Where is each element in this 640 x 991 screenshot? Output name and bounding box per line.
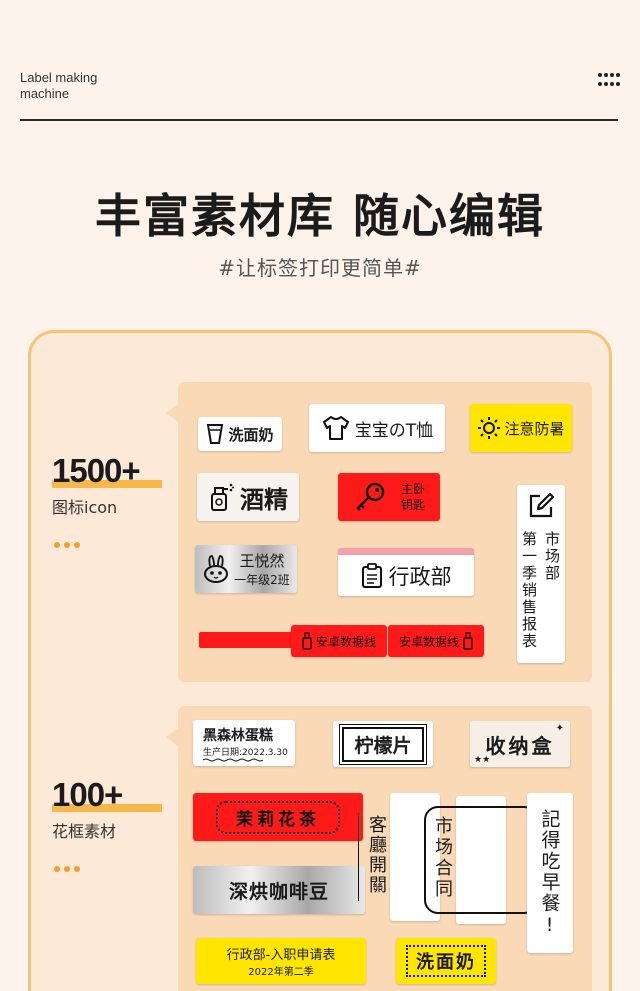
label-name-text: 王悦然 一年级2班 (234, 550, 290, 588)
label-jasmine[interactable]: 茉莉花茶 (193, 793, 363, 841)
header-divider (20, 119, 618, 121)
menu-grid-icon[interactable] (598, 73, 620, 89)
more-dots-2 (54, 866, 80, 872)
label-milk[interactable]: 洗面奶 (198, 417, 282, 451)
sun-icon (477, 416, 501, 440)
stat-highlight-2 (52, 804, 162, 812)
icon-count-label: 图标icon (52, 498, 118, 517)
brand-text: Label making machine (20, 70, 140, 102)
label-tshirt[interactable]: 宝宝のT恤 (309, 404, 445, 452)
label-sun-text: 注意防暑 (504, 419, 565, 438)
key-icon (353, 482, 387, 512)
label-cable-2[interactable]: 安卓数据线 (388, 625, 484, 657)
label-coffee-text: 深烘咖啡豆 (228, 880, 329, 903)
label-coffee[interactable]: 深烘咖啡豆 (193, 866, 365, 914)
page-subtitle: #让标签打印更简单# (218, 256, 422, 280)
label-hr-form-season: 2022年第二季 (248, 967, 314, 978)
label-market-col2: 第一季销售报表 (520, 531, 538, 650)
tshirt-icon (321, 415, 351, 441)
label-breakfast[interactable]: 記得吃早餐! (527, 793, 573, 953)
usb-plug-icon (302, 632, 312, 650)
label-milk-text: 洗面奶 (228, 425, 274, 444)
label-cake-text: 黑森林蛋糕 (203, 727, 273, 744)
label-market-col1: 市场部 (543, 531, 561, 582)
label-sun[interactable]: 注意防暑 (470, 404, 572, 452)
cup-icon (206, 423, 224, 445)
label-hr-form-text: 行政部-入职申请表 (226, 948, 336, 963)
icon-count: 1500+ (52, 452, 141, 489)
label-contract[interactable]: 市场合同 (424, 796, 538, 924)
label-switch-text: 客廳開關 (366, 815, 387, 895)
label-contract-text: 市场合同 (432, 816, 453, 900)
more-dots (54, 542, 80, 548)
label-lemon[interactable]: 柠檬片 (333, 721, 433, 767)
label-key-line1: 主卧 (400, 482, 425, 496)
label-hr-form[interactable]: 行政部-入职申请表 2022年第二季 (196, 938, 366, 984)
clipboard-icon (361, 562, 383, 589)
cable-strip (199, 632, 295, 648)
usb-plug-icon (463, 632, 473, 650)
label-lemon-text: 柠檬片 (339, 723, 427, 765)
label-market-report[interactable]: 市场部 第一季销售报表 (517, 485, 565, 663)
pencil-square-icon (526, 491, 556, 521)
frame-count: 100+ (52, 776, 123, 813)
spray-bottle-icon (208, 482, 234, 512)
label-name-grade: 一年级2班 (234, 573, 290, 587)
label-cake[interactable]: 黑森林蛋糕 生产日期:2022.3.30 (193, 720, 295, 766)
label-key-text: 主卧 钥匙 (401, 481, 425, 513)
rabbit-icon (202, 554, 230, 584)
label-cleanser[interactable]: 洗面奶 (396, 938, 496, 984)
label-breakfast-text: 記得吃早餐! (538, 808, 561, 938)
label-market-text: 市场部 第一季销售报表 (519, 531, 563, 650)
label-box[interactable]: 收纳盒 ✦ ★★ (470, 721, 570, 767)
frame-count-label: 花框素材 (52, 822, 117, 841)
label-admin-text: 行政部 (388, 564, 452, 589)
label-jasmine-text: 茉莉花茶 (216, 800, 340, 834)
label-key[interactable]: 主卧 钥匙 (338, 473, 440, 521)
star-icon: ✦ (555, 723, 564, 734)
star-icon: ★★ (474, 755, 491, 765)
label-cable-1[interactable]: 安卓数据线 (291, 625, 387, 657)
label-box-text: 收纳盒 (485, 733, 555, 758)
brand-line2: machine (20, 86, 70, 101)
label-cable-2-text: 安卓数据线 (398, 634, 459, 649)
label-contract-frame: 市场合同 (424, 806, 538, 914)
label-key-line2: 钥匙 (400, 498, 425, 512)
label-name-main: 王悦然 (239, 552, 285, 570)
panel-pointer-2 (166, 728, 178, 746)
panel-pointer (166, 404, 178, 422)
label-cake-date: 生产日期:2022.3.30 (203, 747, 288, 758)
label-cable-1-text: 安卓数据线 (315, 634, 376, 649)
label-alcohol[interactable]: 酒精 (197, 473, 299, 521)
label-alcohol-text: 酒精 (240, 485, 288, 514)
brand-line1: Label making (20, 70, 98, 85)
label-cleanser-text: 洗面奶 (406, 945, 486, 977)
wave-decoration-icon (203, 758, 263, 761)
page-title: 丰富素材库 随心编辑 (94, 189, 545, 243)
label-name[interactable]: 王悦然 一年级2班 (195, 545, 297, 593)
label-tshirt-text: 宝宝のT恤 (354, 420, 434, 441)
label-admin[interactable]: 行政部 (338, 548, 474, 596)
stat-highlight (52, 480, 162, 488)
